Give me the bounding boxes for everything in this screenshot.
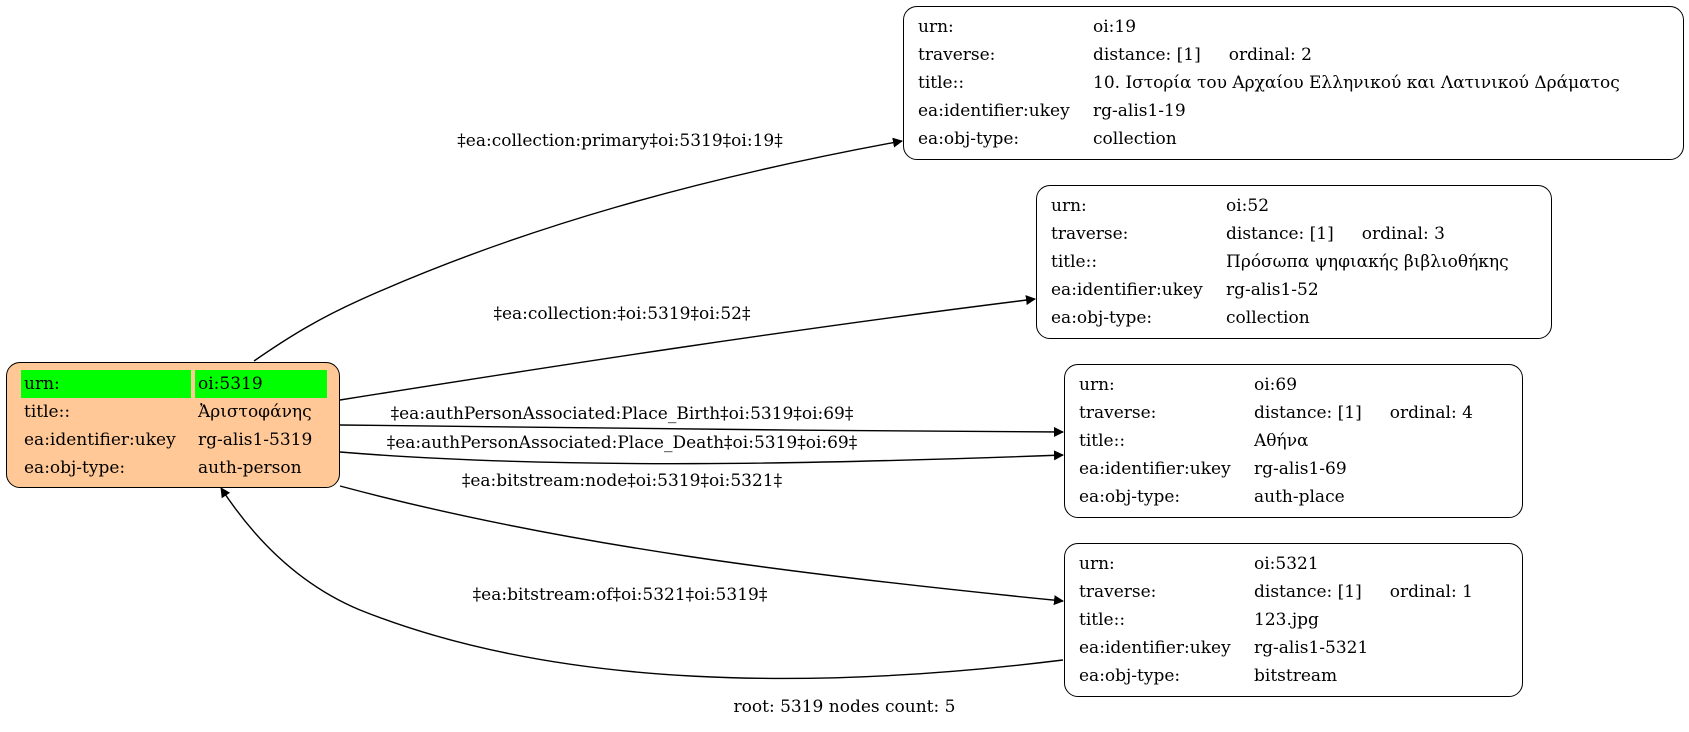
node-type-row: ea:obj-type: bitstream	[1079, 662, 1508, 690]
node-ukey-row: ea:identifier:ukey rg-alis1-19	[918, 97, 1669, 125]
node-type-row: ea:obj-type: auth-place	[1079, 483, 1508, 511]
node-type-value: collection	[1226, 308, 1310, 328]
node-title-value: 10. Ιστορία του Αρχαίου Ελληνικού και Λα…	[1093, 73, 1620, 93]
node-type-row: ea:obj-type: collection	[1051, 304, 1537, 332]
node-title-key: title::	[918, 73, 965, 93]
node-type-value: collection	[1093, 129, 1177, 149]
edge-label-bitstream-of: ‡ea:bitstream:of‡oi:5321‡oi:5319‡	[473, 585, 768, 605]
node-ukey-value: rg-alis1-52	[1226, 280, 1319, 300]
node-urn-row: urn: oi:5321	[1079, 550, 1508, 578]
node-urn-row: urn: oi:69	[1079, 371, 1508, 399]
node-ukey-key: ea:identifier:ukey	[1079, 459, 1231, 479]
edge-collection	[339, 295, 1036, 401]
node-traverse-row: traverse: distance: [1] ordinal: 3	[1051, 220, 1537, 248]
node-ordinal-value: ordinal: 4	[1389, 403, 1473, 423]
node-type-value: bitstream	[1254, 666, 1338, 686]
node-traverse-row: traverse: distance: [1] ordinal: 2	[918, 41, 1669, 69]
node-urn-row: urn: oi:52	[1051, 192, 1537, 220]
node-title-key: title::	[1051, 252, 1098, 272]
node-distance-value: distance: [1]	[1254, 403, 1362, 423]
root-type-value: auth-person	[198, 458, 302, 478]
node-oi-5321[interactable]: urn: oi:5321 traverse: distance: [1] ordina…	[1064, 543, 1523, 697]
edge-label-collection: ‡ea:collection:‡oi:5319‡oi:52‡	[493, 304, 751, 324]
node-oi-52[interactable]: urn: oi:52 traverse: distance: [1] ordinal:…	[1036, 185, 1552, 339]
node-oi-19[interactable]: urn: oi:19 traverse: distance: [1] ordinal:…	[903, 6, 1684, 160]
node-urn-value: oi:19	[1093, 17, 1137, 37]
node-traverse-row: traverse: distance: [1] ordinal: 1	[1079, 578, 1508, 606]
root-type-key: ea:obj-type:	[24, 458, 126, 478]
edge-collection-primary	[253, 137, 903, 362]
node-title-row: title::Αθήνα	[1079, 427, 1508, 455]
node-urn-key: urn:	[1079, 375, 1115, 395]
root-title-row: title:: Ἀριστοφάνης	[21, 398, 325, 426]
node-ukey-value: rg-alis1-19	[1093, 101, 1186, 121]
node-ukey-row: ea:identifier:ukey rg-alis1-5321	[1079, 634, 1508, 662]
node-title-value: Πρόσωπα ψηφιακής βιβλιοθήκης	[1226, 252, 1509, 272]
node-type-key: ea:obj-type:	[1051, 308, 1153, 328]
node-traverse-key: traverse:	[918, 45, 996, 65]
edge-label-bitstream-node: ‡ea:bitstream:node‡oi:5319‡oi:5321‡	[462, 471, 783, 491]
node-urn-key: urn:	[918, 17, 954, 37]
node-urn-value: oi:52	[1226, 196, 1270, 216]
node-type-value: auth-place	[1254, 487, 1345, 507]
node-title-value: 123.jpg	[1254, 610, 1319, 630]
node-distance-value: distance: [1]	[1093, 45, 1201, 65]
node-ukey-key: ea:identifier:ukey	[1079, 638, 1231, 658]
root-title-value: Ἀριστοφάνης	[198, 402, 312, 422]
node-urn-value: oi:5321	[1254, 554, 1319, 574]
edge-label-collection-primary: ‡ea:collection:primary‡oi:5319‡oi:19‡	[457, 131, 783, 151]
node-distance-value: distance: [1]	[1254, 582, 1362, 602]
node-traverse-row: traverse: distance: [1] ordinal: 4	[1079, 399, 1508, 427]
edge-place-death	[339, 450, 1064, 465]
edge-bitstream-node	[339, 485, 1064, 606]
graph-caption: root: 5319 nodes count: 5	[733, 697, 956, 717]
node-traverse-key: traverse:	[1079, 582, 1157, 602]
root-urn-key: urn:	[21, 370, 191, 398]
edge-label-place-death: ‡ea:authPersonAssociated:Place_Death‡oi:…	[387, 433, 858, 453]
node-ordinal-value: ordinal: 1	[1389, 582, 1473, 602]
node-ukey-row: ea:identifier:ukey rg-alis1-52	[1051, 276, 1537, 304]
node-type-key: ea:obj-type:	[918, 129, 1020, 149]
node-ukey-key: ea:identifier:ukey	[1051, 280, 1203, 300]
node-ukey-value: rg-alis1-5321	[1254, 638, 1369, 658]
root-type-row: ea:obj-type: auth-person	[21, 454, 325, 482]
node-ukey-row: ea:identifier:ukey rg-alis1-69	[1079, 455, 1508, 483]
root-ukey-value: rg-alis1-5319	[198, 430, 313, 450]
node-title-value: Αθήνα	[1254, 431, 1309, 451]
node-urn-value: oi:69	[1254, 375, 1298, 395]
node-urn-key: urn:	[1079, 554, 1115, 574]
node-oi-69[interactable]: urn: oi:69 traverse: distance: [1] ordinal:…	[1064, 364, 1523, 518]
node-type-row: ea:obj-type: collection	[918, 125, 1669, 153]
node-title-row: title::Πρόσωπα ψηφιακής βιβλιοθήκης	[1051, 248, 1537, 276]
root-urn-value: oi:5319	[195, 370, 327, 398]
root-ukey-row: ea:identifier:ukey rg-alis1-5319	[21, 426, 325, 454]
root-ukey-key: ea:identifier:ukey	[24, 430, 176, 450]
node-title-key: title::	[1079, 610, 1126, 630]
node-urn-row: urn: oi:19	[918, 13, 1669, 41]
node-title-row: title::10. Ιστορία του Αρχαίου Ελληνικού…	[918, 69, 1669, 97]
node-traverse-key: traverse:	[1051, 224, 1129, 244]
node-traverse-key: traverse:	[1079, 403, 1157, 423]
node-urn-key: urn:	[1051, 196, 1087, 216]
node-type-key: ea:obj-type:	[1079, 487, 1181, 507]
root-node[interactable]: urn: oi:5319 title:: Ἀριστοφάνης ea:iden…	[6, 362, 340, 488]
edge-label-place-birth: ‡ea:authPersonAssociated:Place_Birth‡oi:…	[391, 404, 854, 424]
node-distance-value: distance: [1]	[1226, 224, 1334, 244]
root-urn-row: urn: oi:5319	[21, 370, 327, 398]
node-ukey-value: rg-alis1-69	[1254, 459, 1347, 479]
edge-bitstream-of	[220, 487, 1064, 680]
node-type-key: ea:obj-type:	[1079, 666, 1181, 686]
node-title-row: title::123.jpg	[1079, 606, 1508, 634]
node-title-key: title::	[1079, 431, 1126, 451]
node-ukey-key: ea:identifier:ukey	[918, 101, 1070, 121]
node-ordinal-value: ordinal: 3	[1361, 224, 1445, 244]
root-title-key: title::	[24, 402, 71, 422]
edge-place-birth	[339, 424, 1064, 437]
node-ordinal-value: ordinal: 2	[1228, 45, 1312, 65]
